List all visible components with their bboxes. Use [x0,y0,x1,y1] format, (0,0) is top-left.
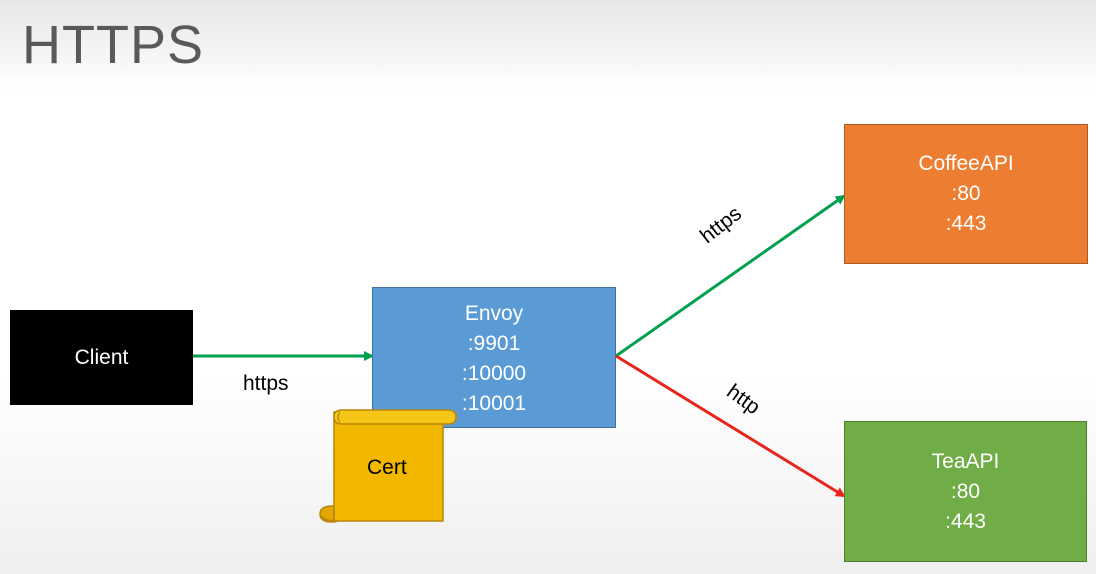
edge-label-client-envoy: https [243,372,289,395]
tea-api-label: TeaAPI [931,450,1000,473]
envoy-port: :10001 [461,392,527,415]
coffee-api-port: :80 [951,182,981,205]
page-title: HTTPS [22,15,205,75]
cert-label: Cert [367,456,407,479]
edge-envoy-tea [615,354,846,498]
coffee-api-label: CoffeeAPI [918,152,1014,175]
envoy-port: :9901 [467,332,521,355]
edge-envoy-coffee [615,194,846,358]
envoy-node: Envoy :9901 :10000 :10001 [372,287,616,428]
tea-api-port: :443 [945,510,986,533]
client-node: Client [10,310,193,405]
envoy-label: Envoy [464,302,524,325]
coffee-api-port: :443 [945,212,987,235]
envoy-port: :10000 [461,362,527,385]
tea-api-port: :80 [950,480,981,503]
client-label: Client [74,345,129,369]
tea-api-node: TeaAPI :80 :443 [844,421,1087,562]
coffee-api-node: CoffeeAPI :80 :443 [844,124,1088,264]
